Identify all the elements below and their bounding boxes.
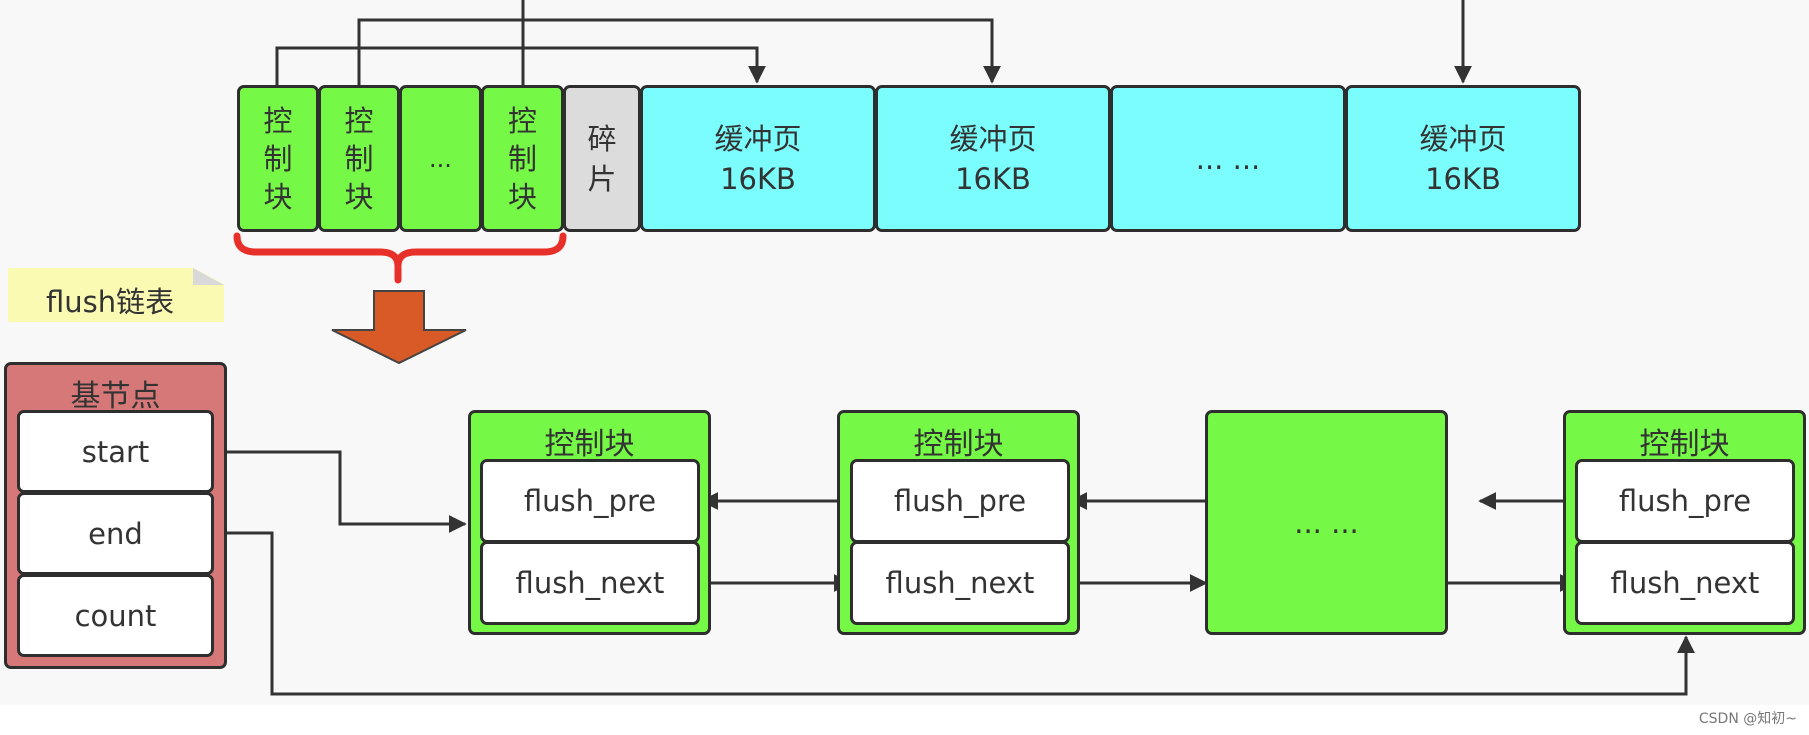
buffer-page-ellipsis: ... ... — [1110, 85, 1346, 232]
watermark: CSDN @知初~ — [1698, 711, 1797, 727]
note-label: flush链表 — [46, 285, 175, 319]
list-node-title: 控制块 — [1639, 427, 1730, 462]
flush-pre-field: flush_pre — [480, 459, 700, 543]
end-arrow — [213, 531, 1695, 696]
control-block-ellipsis: ... — [399, 85, 482, 232]
buffer-page: 缓冲页 16KB — [640, 85, 876, 232]
base-node-title: 基节点 — [70, 379, 161, 414]
list-ellipsis-block: ... ... — [1205, 410, 1448, 635]
start-field: start — [17, 410, 214, 493]
start-arrow — [213, 450, 467, 533]
down-arrow — [331, 290, 467, 365]
control-block: 控制块 — [481, 85, 564, 232]
list-node-title: 控制块 — [544, 427, 635, 462]
list-node-title: 控制块 — [913, 427, 1004, 462]
flush-pre-field: flush_pre — [850, 459, 1070, 543]
pointer-line-1 — [275, 46, 766, 88]
pointer-line-2 — [357, 18, 1001, 88]
fragment-block: 碎片 — [563, 85, 641, 232]
buffer-page: 缓冲页 16KB — [875, 85, 1111, 232]
flush-next-field: flush_next — [850, 541, 1070, 625]
end-field: end — [17, 492, 214, 575]
count-field: count — [17, 574, 214, 657]
control-block: 控制块 — [237, 85, 319, 232]
buffer-page: 缓冲页 16KB — [1345, 85, 1581, 232]
brace — [233, 232, 567, 284]
flush-next-field: flush_next — [480, 541, 700, 625]
flush-pre-field: flush_pre — [1575, 459, 1795, 543]
control-block: 控制块 — [318, 85, 400, 232]
flush-list-note: flush链表 — [8, 268, 224, 322]
flush-next-field: flush_next — [1575, 541, 1795, 625]
